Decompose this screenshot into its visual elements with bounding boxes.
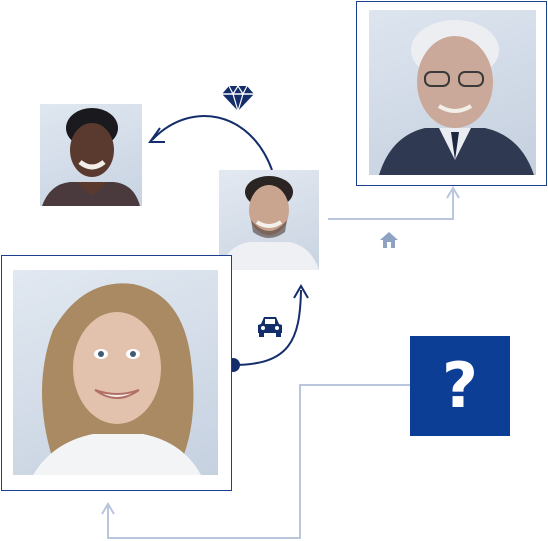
- photo-blonde-woman: [13, 270, 218, 475]
- connector-question-to-blonde: [107, 384, 410, 539]
- connector-man-to-older: [328, 190, 454, 220]
- person-silhouette: [379, 20, 534, 175]
- arrowhead-to-woman: [148, 127, 165, 143]
- arrowhead-to-man: [293, 284, 309, 299]
- diamond-icon: [222, 84, 254, 112]
- unknown-person-box: ?: [410, 336, 510, 436]
- connector-man-to-woman: [151, 115, 273, 171]
- person-silhouette: [33, 283, 201, 475]
- person-silhouette: [42, 108, 140, 206]
- arrowhead-to-older: [446, 186, 460, 199]
- photo-older-man: [369, 10, 536, 175]
- photo-young-woman: [40, 104, 142, 206]
- house-icon: [380, 232, 398, 248]
- photo-young-man: [219, 170, 319, 270]
- person-silhouette: [219, 176, 319, 270]
- arrowhead-to-blonde: [101, 502, 115, 515]
- connector-blonde-to-man: [232, 289, 302, 366]
- question-mark: ?: [442, 349, 478, 422]
- car-icon: [258, 317, 282, 337]
